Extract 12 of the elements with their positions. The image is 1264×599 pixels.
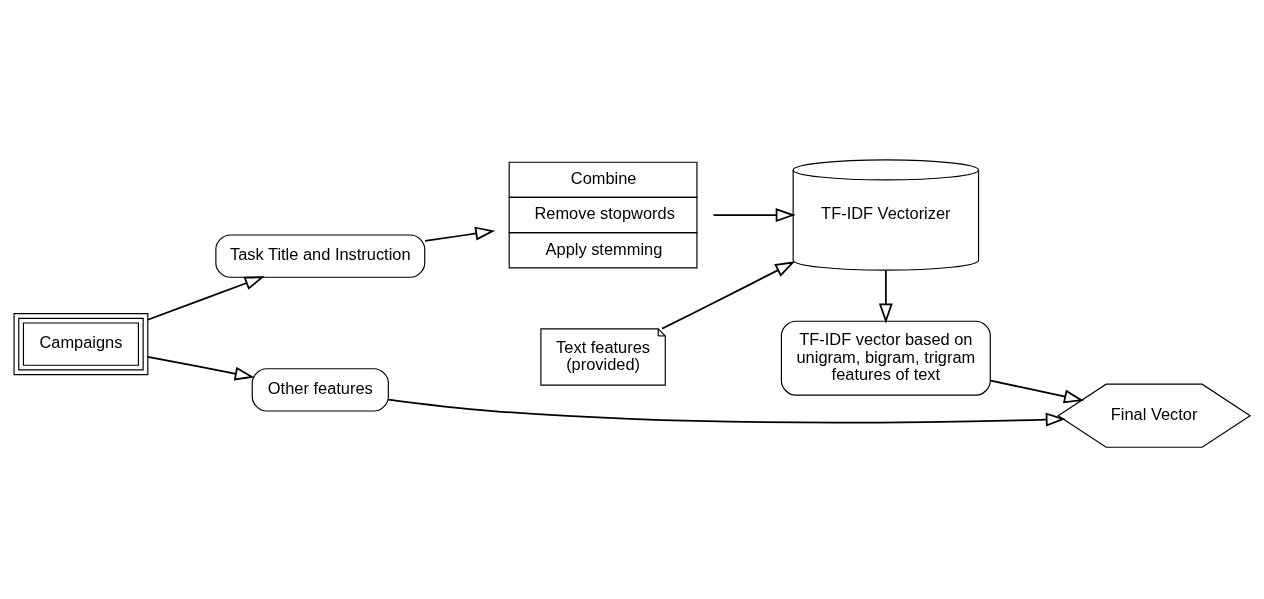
node-box: Task Title and Instruction <box>215 234 426 278</box>
arrow <box>146 355 255 381</box>
arrow <box>424 226 496 242</box>
arrow <box>661 261 796 330</box>
node-box: TF-IDF vector based on unigram, bigram, trigram features of text <box>780 320 991 396</box>
node-box: Other features <box>251 368 389 412</box>
node-box: Campaigns <box>13 313 149 376</box>
arrow <box>989 379 1084 404</box>
arrow <box>878 269 893 324</box>
arrow <box>146 276 265 321</box>
arrow <box>387 398 1066 427</box>
arrow <box>712 208 796 223</box>
